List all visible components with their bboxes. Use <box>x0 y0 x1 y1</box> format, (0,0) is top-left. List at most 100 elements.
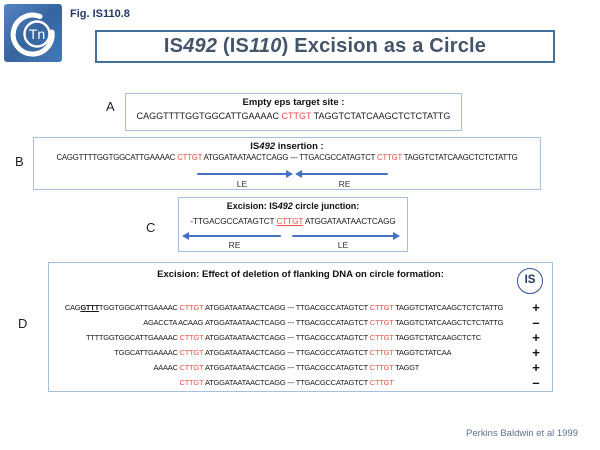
sequence-row: TGGCATTGAAAAC CTTGT ATGGATAATAACTCAGG --… <box>55 345 546 360</box>
is-circle-badge: IS <box>517 268 543 294</box>
deletion-rows: CAGGTTTTGGTGGCATTGAAAAC CTTGT ATGGATAATA… <box>55 300 546 390</box>
panel-b-title: IS492 insertion : <box>34 141 540 152</box>
text-segment: TGGTGGCATTGAAAAC <box>98 303 178 312</box>
text-segment: TAGGTCTATCAAGCTCTCTATTG <box>401 153 518 162</box>
left-cttgt: CTTGT <box>177 348 205 357</box>
text-segment: ) Excision as a Circle <box>281 35 487 57</box>
result-sign: + <box>532 300 540 315</box>
sequence-right-flank: CTTGT TAGGTCTATCAAGCTCTC <box>368 330 481 345</box>
text-segment: TTTTGGTGGCATTGAAAAC <box>85 333 178 342</box>
text-segment: TAGGT <box>395 363 420 372</box>
result-sign: + <box>532 330 540 345</box>
re-arrow-label: RE <box>228 240 241 250</box>
panel-d-letter: D <box>18 316 28 331</box>
le-arrow-label: LE <box>337 240 349 250</box>
right-cttgt: CTTGT <box>367 378 394 387</box>
text-segment: CTTGT <box>281 111 312 121</box>
sequence-core: ATGGATAATAACTCAGG --- TTGACGCCATAGTCT <box>205 363 368 372</box>
text-segment: Excision: Effect of deletion of flanking… <box>157 269 444 280</box>
sequence-core: ATGGATAATAACTCAGG --- TTGACGCCATAGTCT <box>205 333 368 342</box>
sequence-row: CAGGTTTTGGTGGCATTGAAAAC CTTGT ATGGATAATA… <box>55 300 546 315</box>
text-segment: CAG <box>64 303 81 312</box>
sequence-core: ATGGATAATAACTCAGG --- TTGACGCCATAGTCT <box>205 378 368 387</box>
sequence-left-flank: TGGCATTGAAAAC CTTGT <box>55 345 205 360</box>
left-cttgt: CTTGT <box>177 333 205 342</box>
text-segment: IS <box>163 35 184 57</box>
panel-b-sequence: CAGGTTTTGGTGGCATTGAAAAC CTTGT ATGGATAATA… <box>34 153 540 162</box>
panel-b-insertion: IS492 insertion : CAGGTTTTGGTGGCATTGAAAA… <box>33 137 541 190</box>
sequence-left-flank: CTTGT <box>55 375 205 390</box>
re-arrow-label: RE <box>338 179 351 189</box>
right-cttgt: CTTGT <box>367 348 396 357</box>
left-cttgt: CTTGT <box>179 378 205 387</box>
text-segment: TAGGTCTATCAAGCTCTC <box>395 333 482 342</box>
panel-c-sequence: -TTGACGCCATAGTCT CTTGT ATGGATAATAACTCAGG <box>179 217 407 226</box>
sequence-core: ATGGATAATAACTCAGG --- TTGACGCCATAGTCT <box>205 303 368 312</box>
panel-a-letter: A <box>106 99 115 114</box>
text-segment: 492 <box>183 35 218 57</box>
text-segment: 492 <box>259 141 276 152</box>
panel-d-deletion-analysis: Excision: Effect of deletion of flanking… <box>48 262 553 392</box>
sequence-core: ATGGATAATAACTCAGG --- TTGACGCCATAGTCT <box>205 318 368 327</box>
text-segment: TAGGTCTATCAAGCTCTCTATTG <box>395 303 504 312</box>
sequence-right-flank: CTTGT TAGGTCTATCAA <box>367 345 452 360</box>
text-segment: AAAAC <box>153 363 178 372</box>
sequence-core: ATGGATAATAACTCAGG --- TTGACGCCATAGTCT <box>205 348 368 357</box>
panel-a-sequence: CAGGTTTTGGTGGCATTGAAAAC CTTGT TAGGTCTATC… <box>126 111 461 121</box>
text-segment: CTTGT <box>177 153 203 162</box>
text-segment: -TTGACGCCATAGTCT <box>190 217 277 226</box>
le-arrow-label: LE <box>236 179 248 189</box>
text-segment: ATGGATAATAACTCAGG --- TTGACGCCATAGTCT <box>202 153 378 162</box>
text-segment: TAGGTCTATCAAGCTCTCTATTG <box>311 111 451 121</box>
text-segment: CTTGT <box>377 153 402 162</box>
text-segment: IS <box>250 141 260 152</box>
result-sign: – <box>532 375 540 390</box>
text-segment: Empty eps target site : <box>242 97 345 108</box>
panel-d-title: Excision: Effect of deletion of flanking… <box>49 269 552 280</box>
panel-b-letter: B <box>15 154 24 169</box>
sequence-right-flank: CTTGT <box>368 375 394 390</box>
panel-a-empty-target-site: Empty eps target site : CAGGTTTTGGTGGCAT… <box>125 93 462 131</box>
result-sign: – <box>532 315 540 330</box>
logo-tn-text: Tn <box>29 26 45 42</box>
right-cttgt: CTTGT <box>367 333 396 342</box>
text-segment: 492 <box>277 201 293 211</box>
sequence-left-flank: CAGGTTTTGGTGGCATTGAAAAC CTTGT <box>55 300 205 315</box>
text-segment: insertion : <box>275 141 324 152</box>
le-right-arrow-icon <box>197 173 287 176</box>
sequence-left-flank: AAAAC CTTGT <box>55 360 205 375</box>
text-segment: (IS <box>217 35 250 57</box>
text-segment: Excision: IS <box>226 201 278 211</box>
sequence-right-flank: CTTGT TAGGTCTATCAAGCTCTCTATTG <box>368 315 504 330</box>
citation-caption: Perkins Baldwin et al 1999 <box>466 428 578 439</box>
figure-number-label: Fig. IS110.8 <box>70 8 130 20</box>
tn-central-logo-icon: Tn <box>4 4 62 62</box>
le-right-arrow-icon <box>292 235 394 238</box>
text-segment: TGGCATTGAAAAC <box>114 348 178 357</box>
text-segment: 110 <box>249 35 282 57</box>
sequence-row: TTTTGGTGGCATTGAAAAC CTTGT ATGGATAATAACTC… <box>55 330 546 345</box>
text-segment: GTTT <box>80 303 99 312</box>
result-sign: + <box>532 345 540 360</box>
right-cttgt: CTTGT <box>367 363 396 372</box>
text-segment: CAGGTTTTGGTGGCATTGAAAAC <box>56 153 178 162</box>
figure-title: IS492 (IS110) Excision as a Circle <box>95 30 555 63</box>
left-cttgt: CTTGT <box>177 303 205 312</box>
panel-a-title: Empty eps target site : <box>126 97 461 108</box>
text-segment: circle junction: <box>292 201 360 211</box>
sequence-right-flank: CTTGT TAGGT <box>367 360 420 375</box>
text-segment: TAGGTCTATCAAGCTCTCTATTG <box>395 318 504 327</box>
text-segment: CAGGTTTTGGTGGCATTGAAAAC <box>136 111 282 121</box>
panel-c-circle-junction: Excision: IS492 circle junction: -TTGACG… <box>178 197 408 252</box>
sequence-row: AGACCTA ACAAG ATGGATAATAACTCAGG --- TTGA… <box>55 315 546 330</box>
sequence-left-flank: TTTTGGTGGCATTGAAAAC CTTGT <box>55 330 205 345</box>
right-cttgt: CTTGT <box>367 303 396 312</box>
sequence-left-flank: AGACCTA ACAAG <box>55 315 205 330</box>
result-sign: + <box>532 360 540 375</box>
sequence-row: CTTGT ATGGATAATAACTCAGG --- TTGACGCCATAG… <box>55 375 546 390</box>
text-segment: CTTGT <box>276 217 304 226</box>
re-left-arrow-icon <box>188 235 281 238</box>
text-segment: TAGGTCTATCAA <box>395 348 452 357</box>
panel-c-title: Excision: IS492 circle junction: <box>179 201 407 211</box>
